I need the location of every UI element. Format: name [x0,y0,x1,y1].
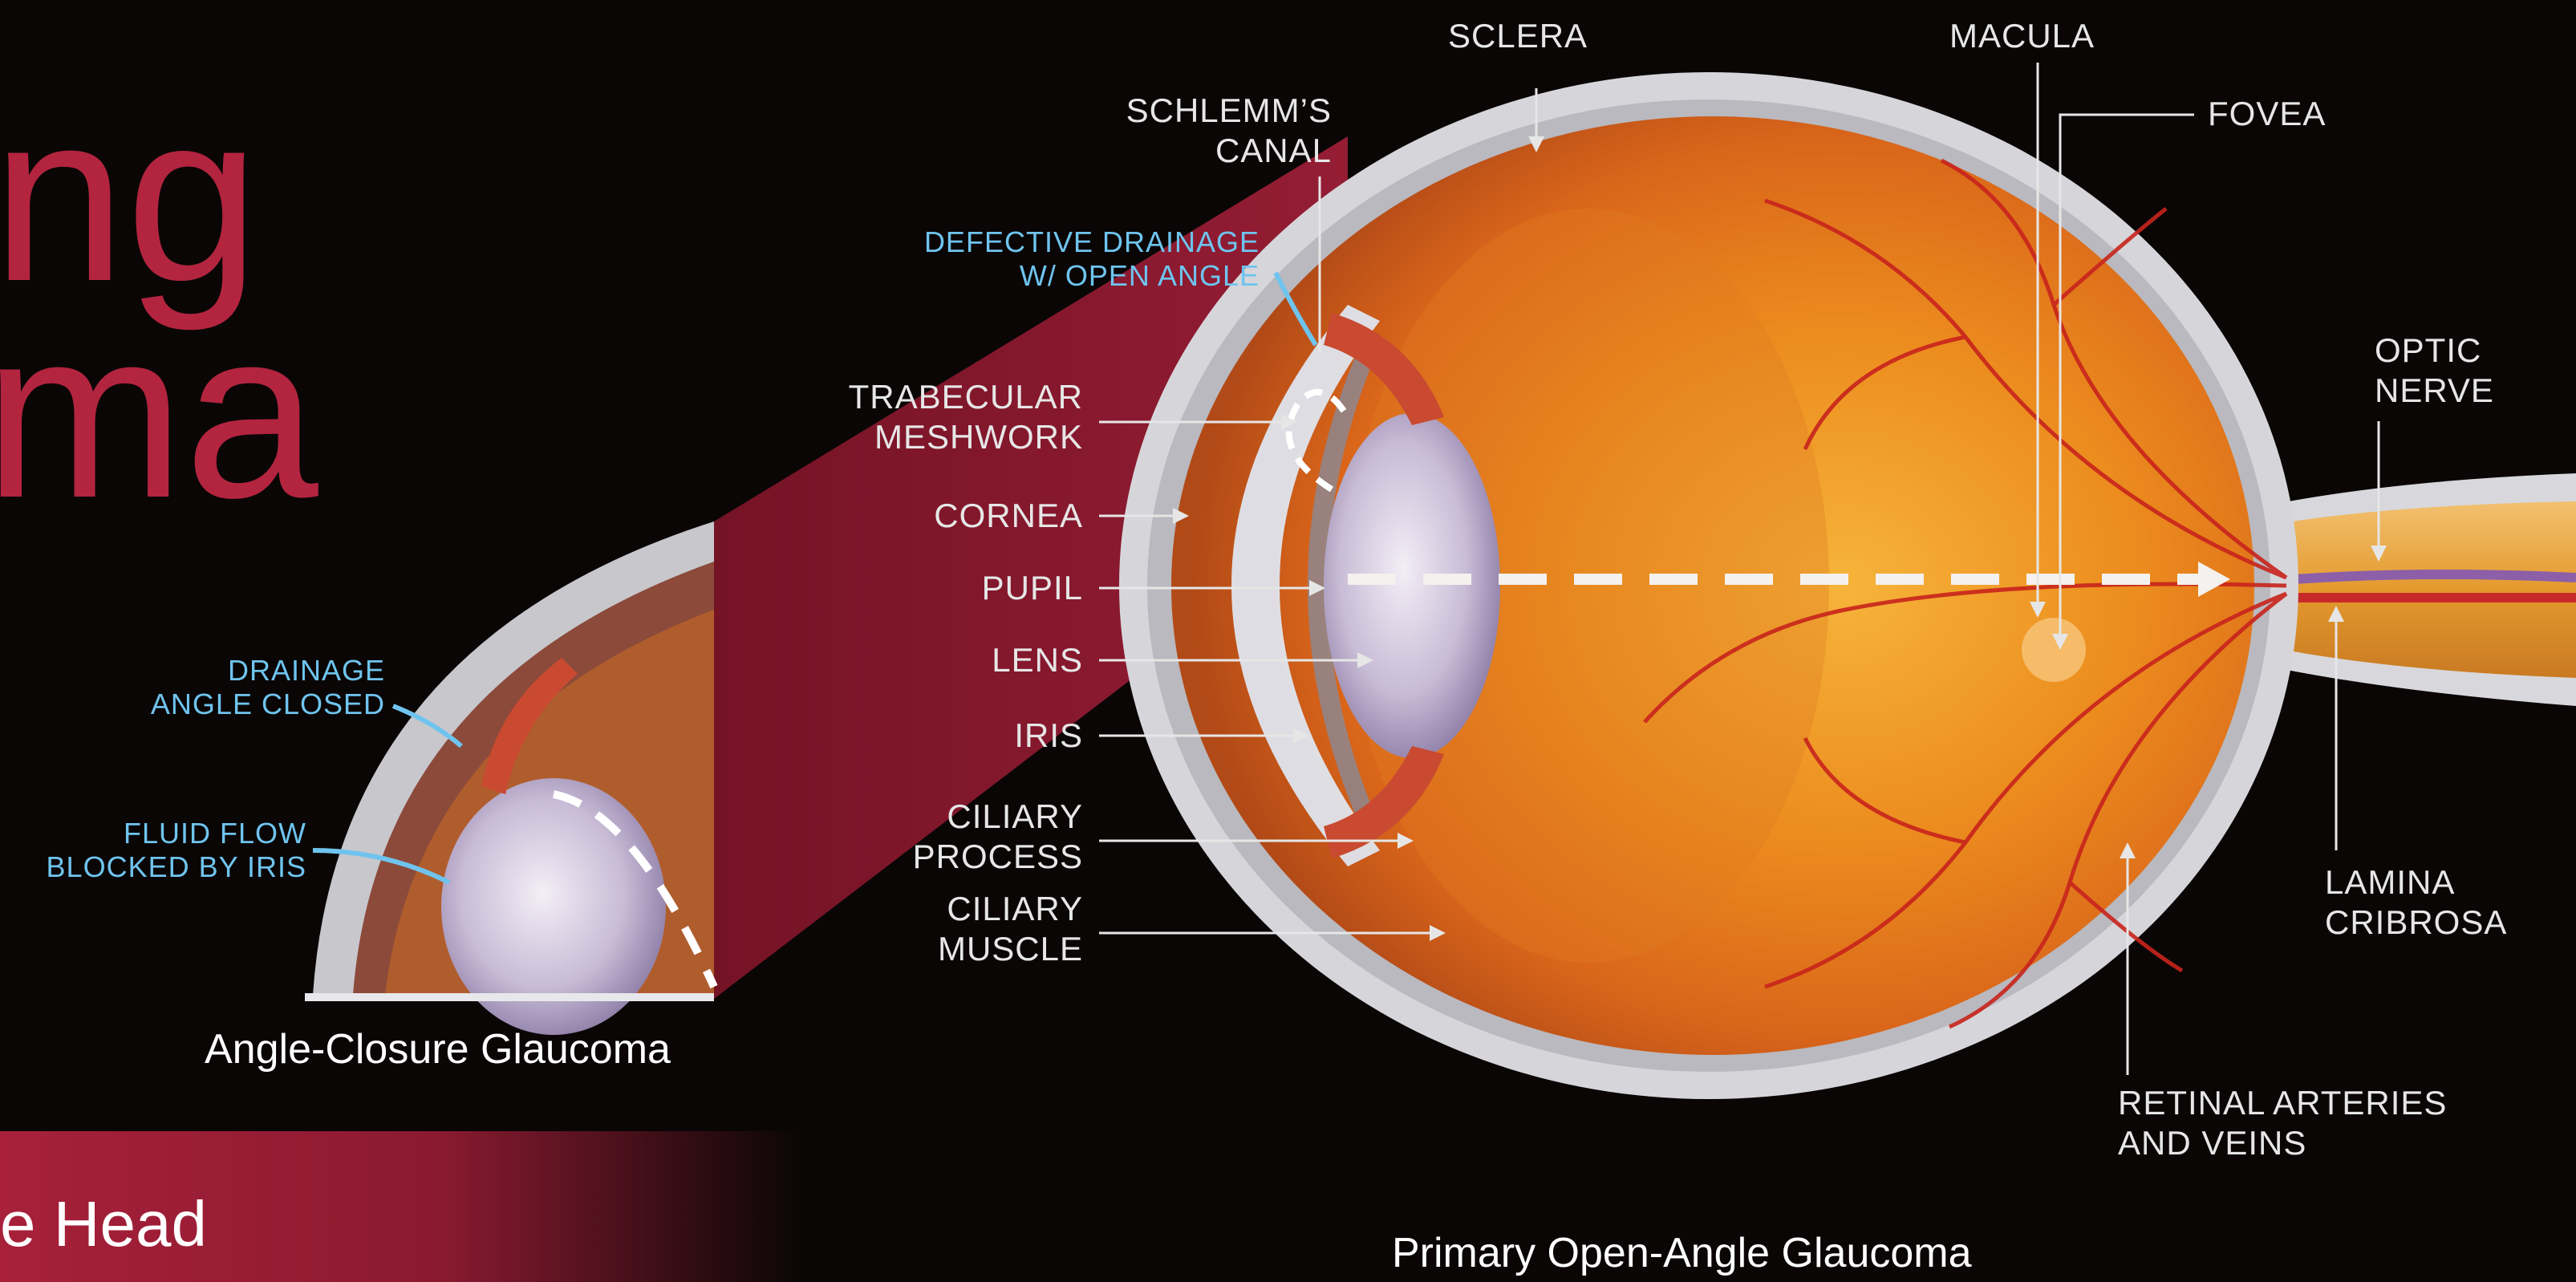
label-fluid-flow-blocked: FLUID FLOW BLOCKED BY IRIS [0,817,306,884]
label-cornea: CORNEA [842,496,1083,536]
lens-shape [1324,413,1500,758]
caption-open-angle: Primary Open-Angle Glaucoma [1392,1229,1972,1277]
label-macula: MACULA [1949,16,2095,56]
label-optic-nerve: OPTIC NERVE [2375,331,2494,411]
label-pupil: PUPIL [842,568,1083,608]
label-defective-drainage: DEFECTIVE DRAINAGE W/ OPEN ANGLE [826,225,1260,293]
label-iris: IRIS [842,716,1083,756]
label-schlemms-canal: SCHLEMM’S CANAL [1043,91,1332,171]
label-lens: LENS [842,640,1083,680]
title-line-2: ma [0,293,318,533]
label-drainage-angle-closed: DRAINAGE ANGLE CLOSED [80,654,385,721]
label-ciliary-muscle: CILIARY MUSCLE [802,889,1083,969]
label-lamina-cribrosa: LAMINA CRIBROSA [2325,862,2507,943]
label-sclera: SCLERA [1448,16,1588,56]
label-fovea: FOVEA [2208,94,2326,134]
band-text: e Head [0,1187,207,1261]
label-trabecular-meshwork: TRABECULAR MESHWORK [762,377,1083,457]
macula-spot [2022,618,2086,682]
label-ciliary-process: CILIARY PROCESS [802,797,1083,877]
caption-angle-closure: Angle-Closure Glaucoma [205,1025,671,1073]
label-retinal-arteries: RETINAL ARTERIES AND VEINS [2118,1083,2447,1163]
